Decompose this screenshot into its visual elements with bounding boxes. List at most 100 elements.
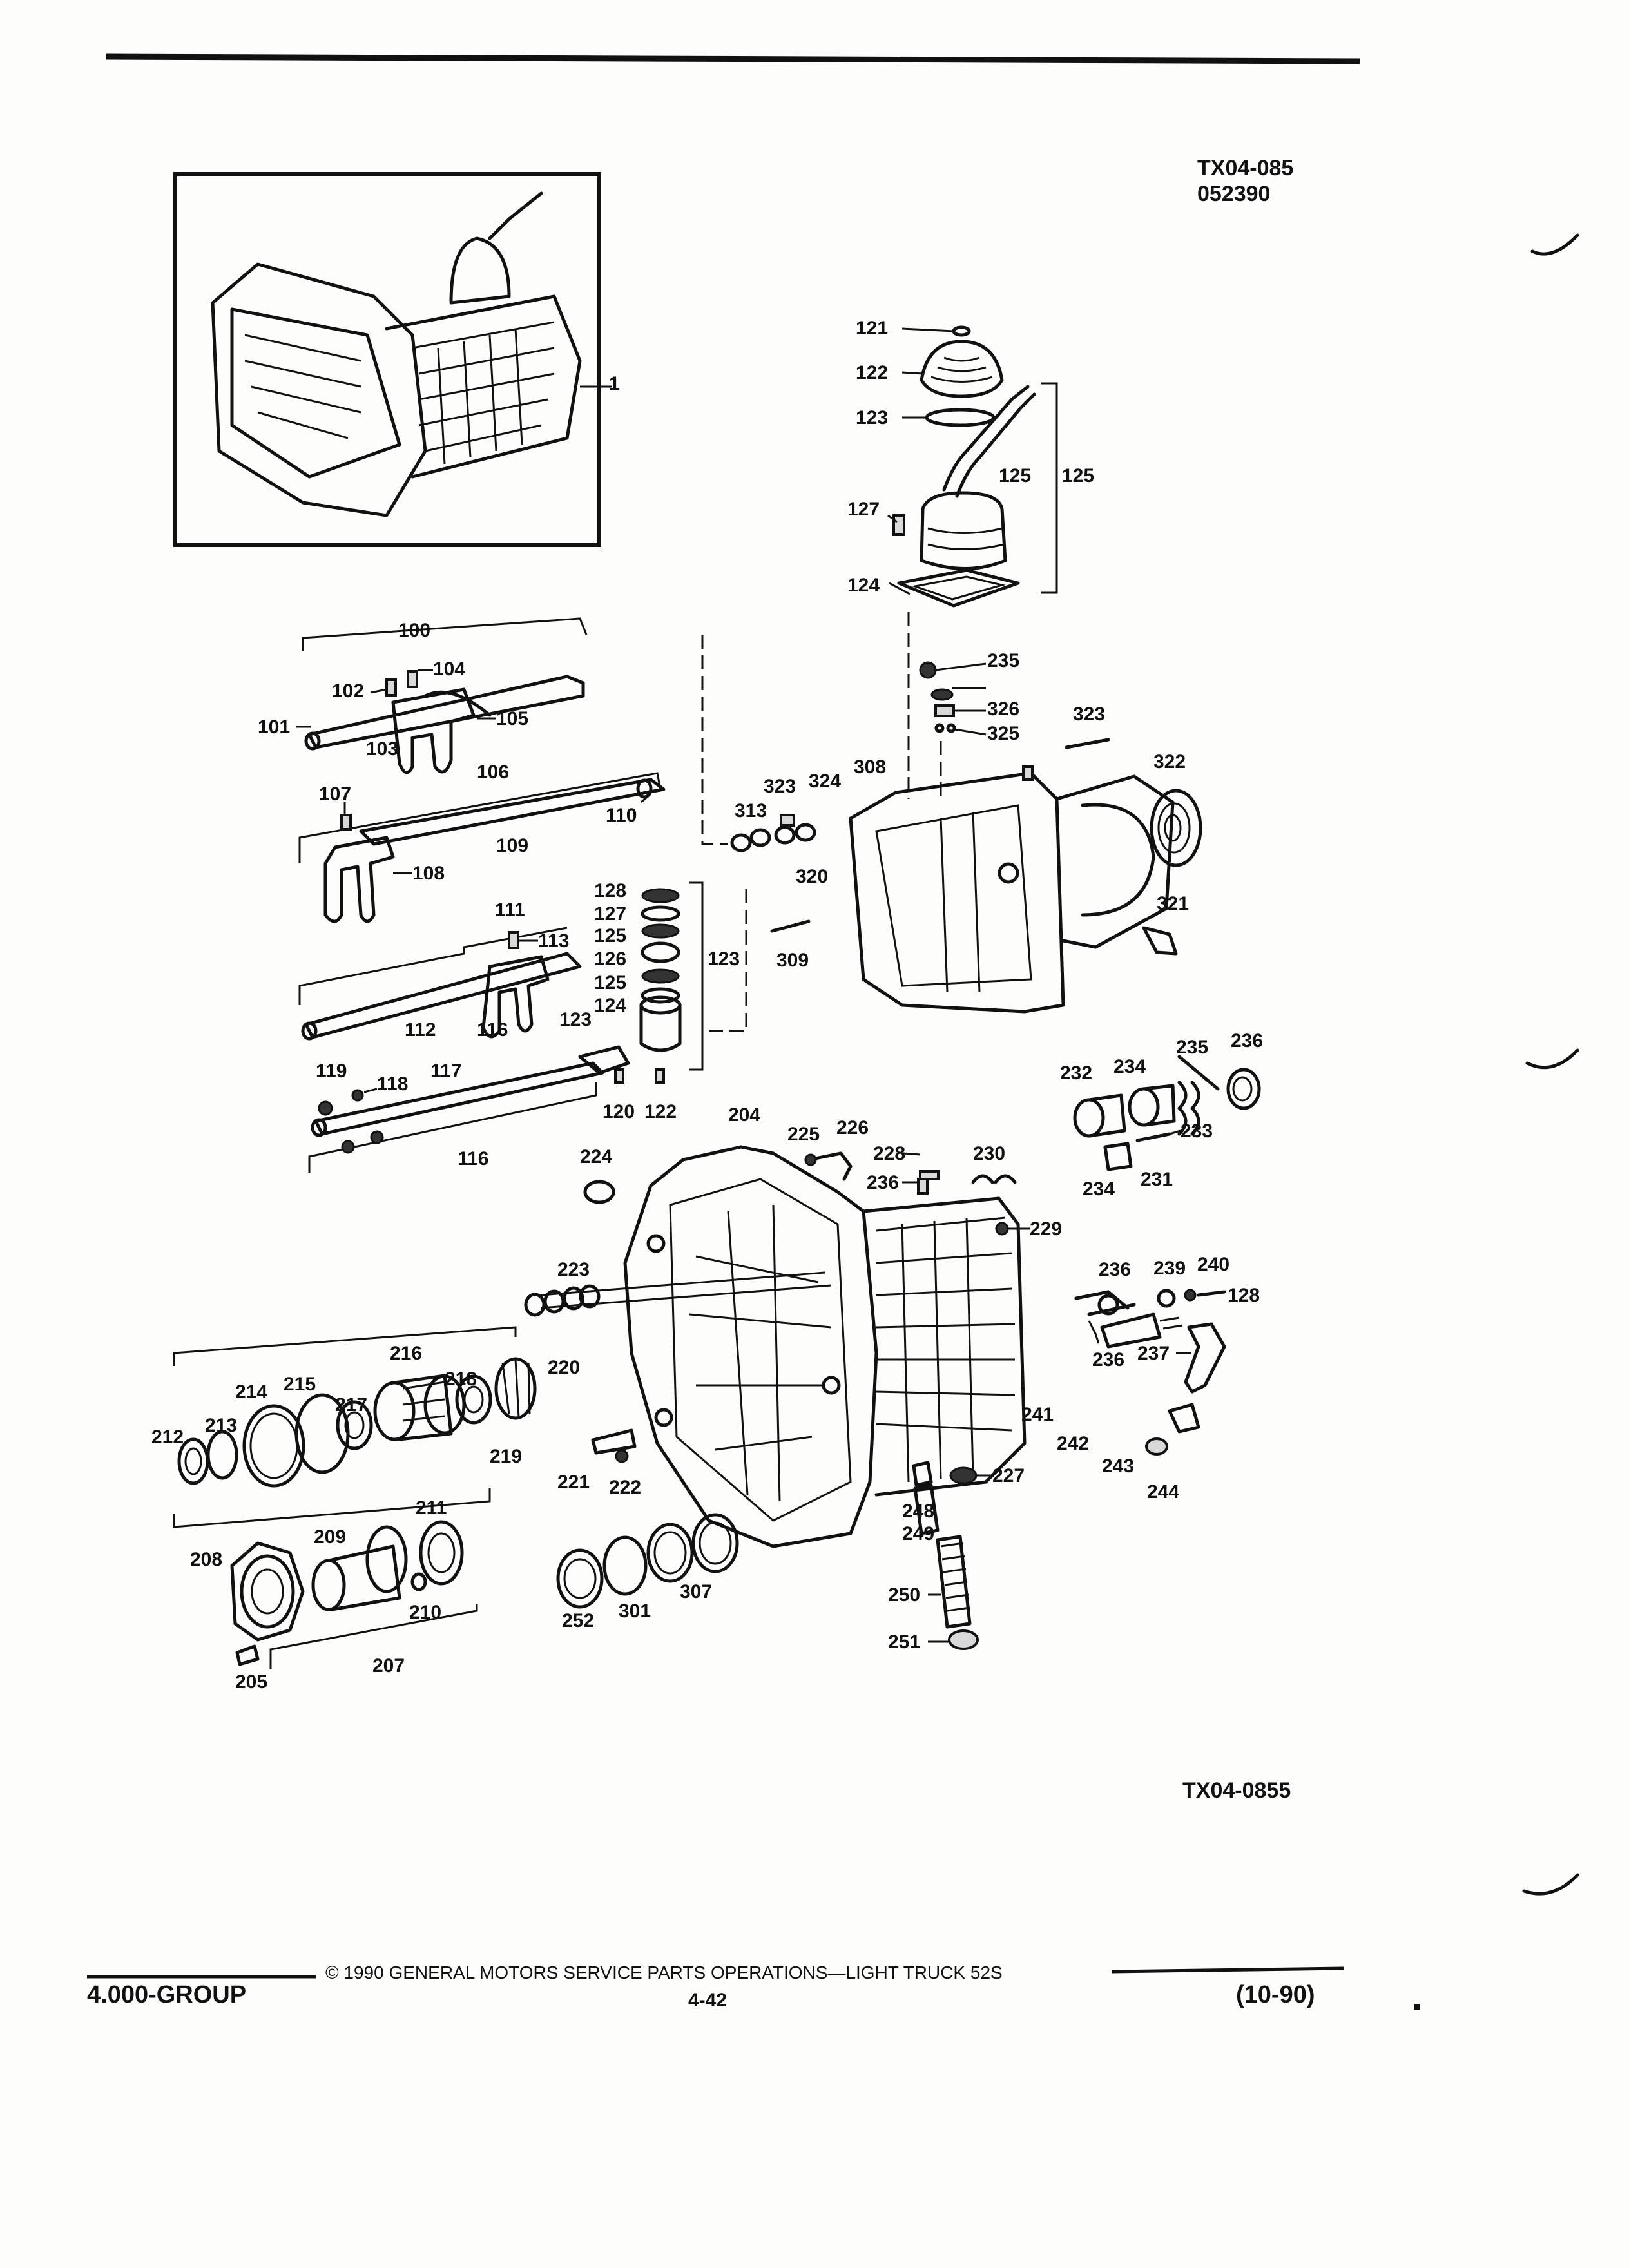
callout-205: 207 <box>372 1655 405 1677</box>
callout-249: 251 <box>888 1631 920 1653</box>
callout-103: 103 <box>366 738 398 760</box>
callout-214: 216 <box>390 1343 422 1364</box>
callout-228: 230 <box>973 1143 1005 1164</box>
callout-208: 210 <box>409 1602 441 1623</box>
callout-323-left: 324 <box>809 771 841 792</box>
callout-101: 101 <box>258 716 290 738</box>
callout-1: 1 <box>609 373 620 394</box>
callout-220: 222 <box>609 1477 641 1498</box>
binding-mark <box>1530 233 1579 256</box>
callout-114: 116 <box>477 1019 508 1041</box>
callout-125a: 125 <box>594 925 626 947</box>
seal-group-250 <box>556 1513 739 1609</box>
front-case-fittings <box>524 1151 1017 1650</box>
callout-117: 117 <box>430 1061 461 1082</box>
figure-code: TX04-0855 <box>1182 1778 1291 1803</box>
footer-group: 4.000-GROUP <box>87 1981 247 2008</box>
callout-125b: 125 <box>594 972 626 994</box>
callout-225: 227 <box>992 1465 1025 1486</box>
callout-128: 128 <box>594 880 626 901</box>
footer-revision: (10-90) <box>1236 1981 1315 2008</box>
callout-224: 226 <box>836 1117 869 1139</box>
shift-rail-116 <box>308 1045 665 1173</box>
footer-page-number: 4-42 <box>688 1990 728 2011</box>
callout-237: 236 <box>1092 1349 1124 1370</box>
callout-134: 125 <box>999 465 1031 486</box>
callout-307: 309 <box>776 950 809 971</box>
callout-222: 224 <box>580 1146 612 1168</box>
callout-320: 322 <box>1153 751 1186 773</box>
callout-240: 239 <box>1153 1258 1186 1279</box>
callout-251: 301 <box>619 1600 651 1622</box>
callout-243: 242 <box>1057 1433 1089 1454</box>
footer-copyright: © 1990 GENERAL MOTORS SERVICE PARTS OPER… <box>325 1963 1003 1983</box>
callout-233: 234 <box>1113 1056 1146 1077</box>
front-case-200 <box>541 1145 1027 1548</box>
callout-244: 243 <box>1102 1456 1134 1477</box>
callout-217: 219 <box>490 1446 522 1467</box>
callout-322: 323 <box>764 776 796 797</box>
callout-210: 212 <box>151 1427 184 1448</box>
callout-100: 100 <box>398 620 430 641</box>
callout-119: 119 <box>316 1061 347 1082</box>
shift-lever-assembly <box>892 325 1058 608</box>
callout-126: 126 <box>594 948 626 970</box>
callout-labels: 121 122 123 125 125 127 124 1 100 101 10… <box>151 318 1263 1693</box>
callout-230: 232 <box>1060 1062 1092 1084</box>
callout-204-right: 128 <box>1228 1285 1260 1306</box>
callout-252: 307 <box>680 1581 712 1602</box>
callout-229: 231 <box>1141 1169 1173 1190</box>
callout-308: 313 <box>735 800 767 822</box>
callout-242: 241 <box>1021 1404 1054 1425</box>
callout-234: 235 <box>1176 1037 1208 1058</box>
binding-mark <box>1525 1048 1579 1070</box>
callout-212: 214 <box>235 1381 267 1403</box>
callout-127: 127 <box>594 903 626 925</box>
callout-132: 124 <box>847 575 880 596</box>
callout-245: 244 <box>1147 1481 1179 1503</box>
footer-rule-right <box>1111 1966 1344 1974</box>
callout-108: 108 <box>412 863 445 884</box>
callout-250: 252 <box>562 1610 594 1631</box>
callout-123: 123 <box>708 948 740 970</box>
callout-106: 106 <box>477 762 509 783</box>
callout-102: 102 <box>332 680 364 702</box>
callout-309: 320 <box>796 866 828 887</box>
callout-227: 229 <box>1030 1218 1062 1240</box>
callout-122: 122 <box>644 1101 677 1122</box>
callout-116: 116 <box>458 1148 488 1169</box>
assembly-guide-lines <box>701 612 942 1032</box>
callout-113: 113 <box>538 930 569 952</box>
callout-221: 223 <box>557 1259 590 1280</box>
detent-stack-123 <box>639 881 704 1071</box>
date-code: 052390 <box>1197 182 1270 206</box>
callout-301: 308 <box>854 756 886 778</box>
callout-110: 110 <box>606 805 637 826</box>
callout-246: 248 <box>902 1501 934 1522</box>
callout-120: 120 <box>602 1101 635 1122</box>
binding-mark <box>1522 1873 1579 1896</box>
callout-136: 125 <box>1062 465 1094 486</box>
callout-216: 218 <box>445 1369 477 1390</box>
bearing-retainer-205 <box>230 1520 478 1669</box>
callout-107: 107 <box>319 783 351 805</box>
ref-code: TX04-085 <box>1197 156 1293 180</box>
callout-200: 204 <box>728 1104 760 1126</box>
callout-313: 321 <box>1157 893 1189 914</box>
callout-241: 240 <box>1197 1254 1229 1275</box>
footer-bullet <box>1414 2004 1420 2010</box>
callout-130: 122 <box>856 362 888 383</box>
callout-321: 323 <box>1073 704 1105 725</box>
callout-323-right: 325 <box>987 723 1019 744</box>
callout-239: 237 <box>1137 1343 1170 1364</box>
callout-219: 221 <box>557 1472 590 1493</box>
callout-209: 211 <box>416 1497 447 1519</box>
rear-case-301 <box>730 661 1202 1014</box>
callout-211: 213 <box>205 1415 237 1436</box>
callout-105: 105 <box>496 708 528 729</box>
callout-236-top: 235 <box>987 650 1019 671</box>
shift-rail-112 <box>298 927 582 1041</box>
callout-118: 118 <box>377 1073 408 1095</box>
